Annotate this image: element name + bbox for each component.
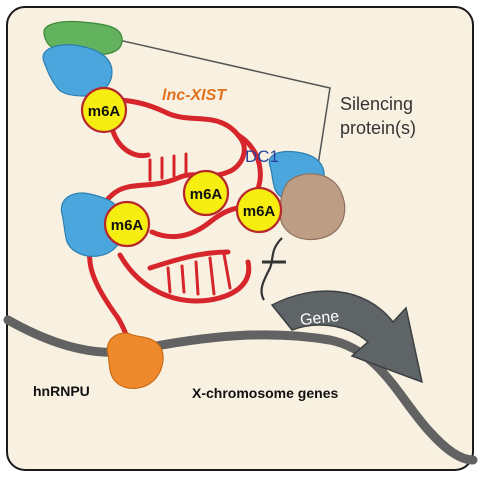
rna-loop-a [109, 125, 151, 159]
rna-loop-c [117, 252, 252, 304]
silencing-protein [279, 173, 346, 241]
m6a-circle [103, 200, 151, 248]
x-chromosome-genes-label: X-chromosome genes [192, 385, 338, 401]
hnrnpu-label: hnRNPU [33, 383, 90, 399]
m6a-label: m6A [243, 203, 276, 220]
rna-main-path [87, 97, 247, 348]
m6a-circle [182, 169, 230, 217]
gene-label: Gene [299, 308, 340, 329]
m6a-badge: m6A [80, 86, 128, 134]
m6a-badge: m6A [182, 169, 230, 217]
silencing-connector [109, 37, 331, 179]
gene-arrow [270, 290, 424, 384]
rna-ladder-bottom [166, 252, 232, 296]
m6a-label: m6A [190, 186, 223, 203]
m6a-badge: m6A [103, 200, 151, 248]
m6a-label: m6A [111, 217, 144, 234]
m6a-badge: m6A [235, 186, 283, 234]
m6a-circle [235, 186, 283, 234]
silencing-label-line1: Silencing [340, 94, 413, 114]
hnrnpu-protein [106, 332, 164, 389]
lnc-xist-label: lnc-XIST [162, 87, 227, 104]
silencing-label-line2: protein(s) [340, 118, 416, 138]
m6a-label: m6A [88, 103, 121, 120]
dc1-label: DC1 [245, 147, 279, 166]
repression-tether [260, 237, 283, 301]
rna-ladder-top [148, 152, 188, 182]
rna-loop-d [147, 249, 231, 271]
m6a-circle [80, 86, 128, 134]
